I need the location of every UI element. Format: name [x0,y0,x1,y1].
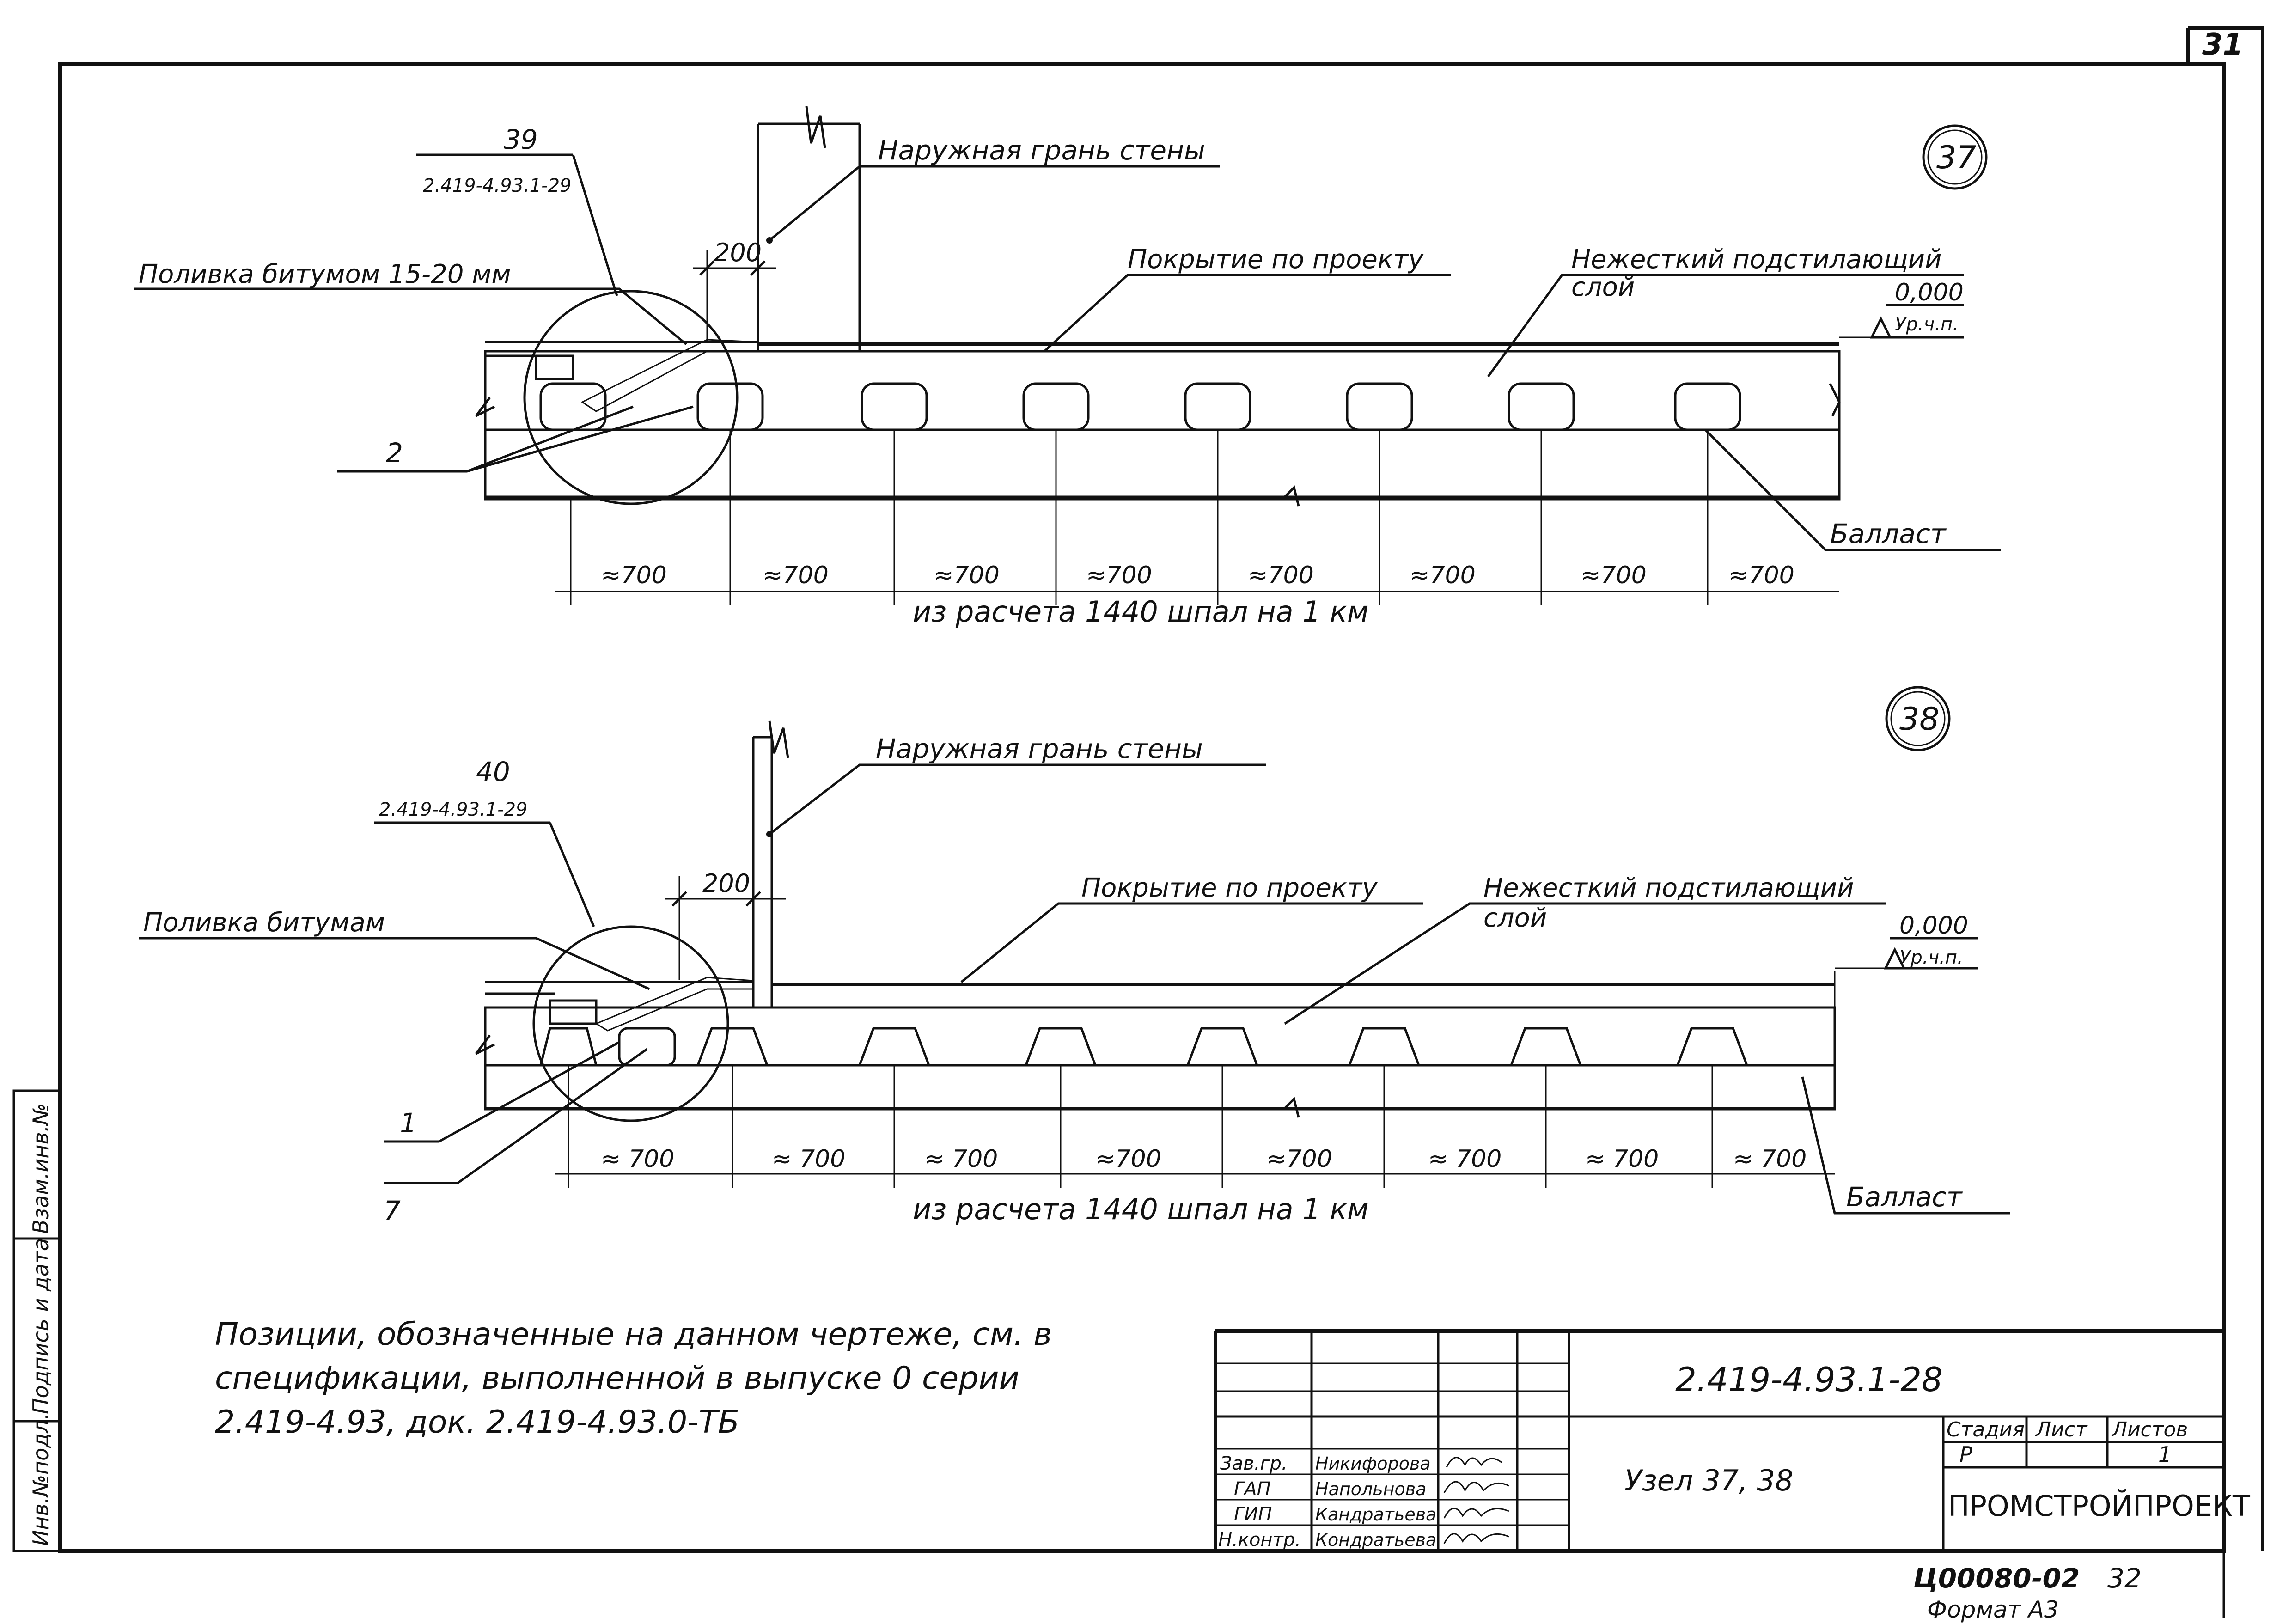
sheet-format: Формат А3 [1927,1596,2059,1623]
general-note: Позиции, обозначенные на данном чертеже,… [215,1316,1052,1441]
node-37-level: 0,000 [1895,279,1964,306]
side-stamp-sign: Подпись и дата [28,1238,53,1414]
side-stamp-replace: Взам.инв.№ [28,1103,53,1234]
sheet-frame [58,26,2264,1618]
node-37-layer-l2: слой [1571,272,1635,302]
node-38-ballast: Балласт [1846,1181,1963,1213]
stage-header: Стадия [1947,1418,2025,1441]
side-stamp-inv: Инв.№подл. [28,1413,53,1546]
node-38-bitumen: Поливка битумам [143,908,385,938]
node-38-badge [1885,686,1951,751]
node-38-spacing-6: ≈ 700 [1428,1145,1502,1173]
sheet-header: Лист [2035,1418,2088,1441]
note-line-3: 2.419-4.93, док. 2.419-4.93.0-ТБ [215,1404,739,1441]
node-38-number: 38 [1899,701,1940,738]
node-37-ballast: Балласт [1830,518,1947,549]
node-38-layer-l2: слой [1483,903,1547,933]
node-37-sleepers [539,382,1741,431]
node-38-calc: из расчета 1440 шпал на 1 км [913,1192,1369,1226]
signature-1 [1446,1457,1502,1468]
drawing-title: Узел 37, 38 [1624,1464,1793,1497]
note-line-1: Позиции, обозначенные на данном чертеже,… [215,1316,1052,1353]
role-2: ГАП [1234,1478,1271,1500]
name-1: Никифорова [1315,1453,1431,1474]
node-38-dim-200: 200 [702,869,750,898]
node-38-spacing-2: ≈ 700 [772,1145,845,1173]
node-37-spacing-7: ≈700 [1581,562,1647,589]
format-code: Ц00080-02 [1913,1563,2080,1594]
node-38-spacing-7: ≈ 700 [1585,1145,1659,1173]
node-38: 38 [139,686,2010,1227]
node-38-pos-7: 7 [384,1195,401,1227]
node-37-bitumen: Поливка битумом 15-20 мм [139,259,511,289]
side-stamp: Инв.№подл. Подпись и дата Взам.инв.№ [12,1089,61,1552]
note-line-2: спецификации, выполненной в выпуске 0 се… [215,1360,1019,1397]
signature-4 [1443,1533,1509,1544]
node-37-dimension-chain: ≈700 ≈700 ≈700 ≈700 ≈700 ≈700 ≈700 ≈700 [555,430,1839,605]
node-38-level-label: Ур.ч.п. [1899,947,1963,968]
node-38-level: 0,000 [1899,912,1968,940]
node-37-spacing-5: ≈700 [1248,562,1314,589]
node-38-wall [752,737,773,1009]
page-number: 31 [2202,28,2243,62]
node-38-outer-face: Наружная грань стены [876,733,1203,764]
node-38-spacing-4: ≈700 [1095,1145,1161,1173]
node-38-layer-l1: Нежесткий подстилающий [1483,873,1854,903]
node-38-sleepers [539,1027,1749,1067]
doc-code: 2.419-4.93.1-28 [1675,1360,1943,1399]
node-37-ballast-bed [484,350,1841,501]
node-37-layer-l1: Нежесткий подстилающий [1571,244,1941,275]
signature-2 [1443,1481,1509,1493]
node-38-spacing-5: ≈700 [1266,1145,1332,1173]
sheets-header: Листов [2111,1418,2188,1441]
node-38-pos-1: 1 [400,1107,417,1139]
role-1: Зав.гр. [1220,1453,1288,1474]
node-37-calc: из расчета 1440 шпал на 1 км [913,595,1369,629]
node-38-dimension-chain: ≈ 700 ≈ 700 ≈ 700 ≈700 ≈700 ≈ 700 ≈ 700 … [555,1065,1835,1188]
node-38-ref-doc: 2.419-4.93.1-29 [379,799,528,820]
title-block: 2.419-4.93.1-28 Узел 37, 38 Стадия Лист … [1214,1329,2251,1551]
node-37-badge [1922,124,1988,190]
node-37-cover: Покрытие по проекту [1128,244,1424,275]
organization: ПРОМСТРОЙПРОЕКТ [1948,1489,2251,1523]
node-38-ref-num: 40 [476,756,510,788]
node-37-pos-2: 2 [386,437,403,469]
node-37: 37 2 [134,106,2001,629]
stage-value: Р [1959,1442,1972,1467]
node-37-spacing-6: ≈700 [1410,562,1476,589]
node-38-detail-circle [532,925,729,1122]
node-38-cover: Покрытие по проекту [1081,873,1378,903]
node-37-level-label: Ур.ч.п. [1895,314,1959,335]
role-4: Н.контр. [1218,1529,1301,1551]
node-37-spacing-8: ≈700 [1728,562,1794,589]
node-38-ballast-bed [484,1006,1836,1111]
name-2: Напольнова [1315,1479,1426,1499]
node-37-outer-face: Наружная грань стены [878,134,1205,166]
node-37-number: 37 [1936,140,1977,176]
sheets-value: 1 [2158,1442,2172,1467]
signature-3 [1443,1508,1509,1519]
node-37-ref-num: 39 [504,124,538,155]
name-4: Кондратьева [1315,1530,1436,1550]
node-37-spacing-2: ≈700 [763,562,829,589]
node-38-bitumen-pour [594,977,754,1032]
node-37-ref-doc: 2.419-4.93.1-29 [423,175,572,196]
format-code-number: 32 [2107,1563,2142,1594]
node-37-spacing-1: ≈700 [601,562,667,589]
node-38-spacing-1: ≈ 700 [601,1145,674,1173]
node-37-detail-circle [523,290,739,505]
node-38-spacing-3: ≈ 700 [924,1145,998,1173]
node-37-spacing-3: ≈700 [934,562,1000,589]
node-37-spacing-4: ≈700 [1086,562,1152,589]
node-37-dim-200: 200 [714,238,762,267]
name-3: Кандратьева [1315,1504,1436,1525]
node-38-spacing-8: ≈ 700 [1733,1145,1807,1173]
role-3: ГИП [1234,1504,1272,1525]
